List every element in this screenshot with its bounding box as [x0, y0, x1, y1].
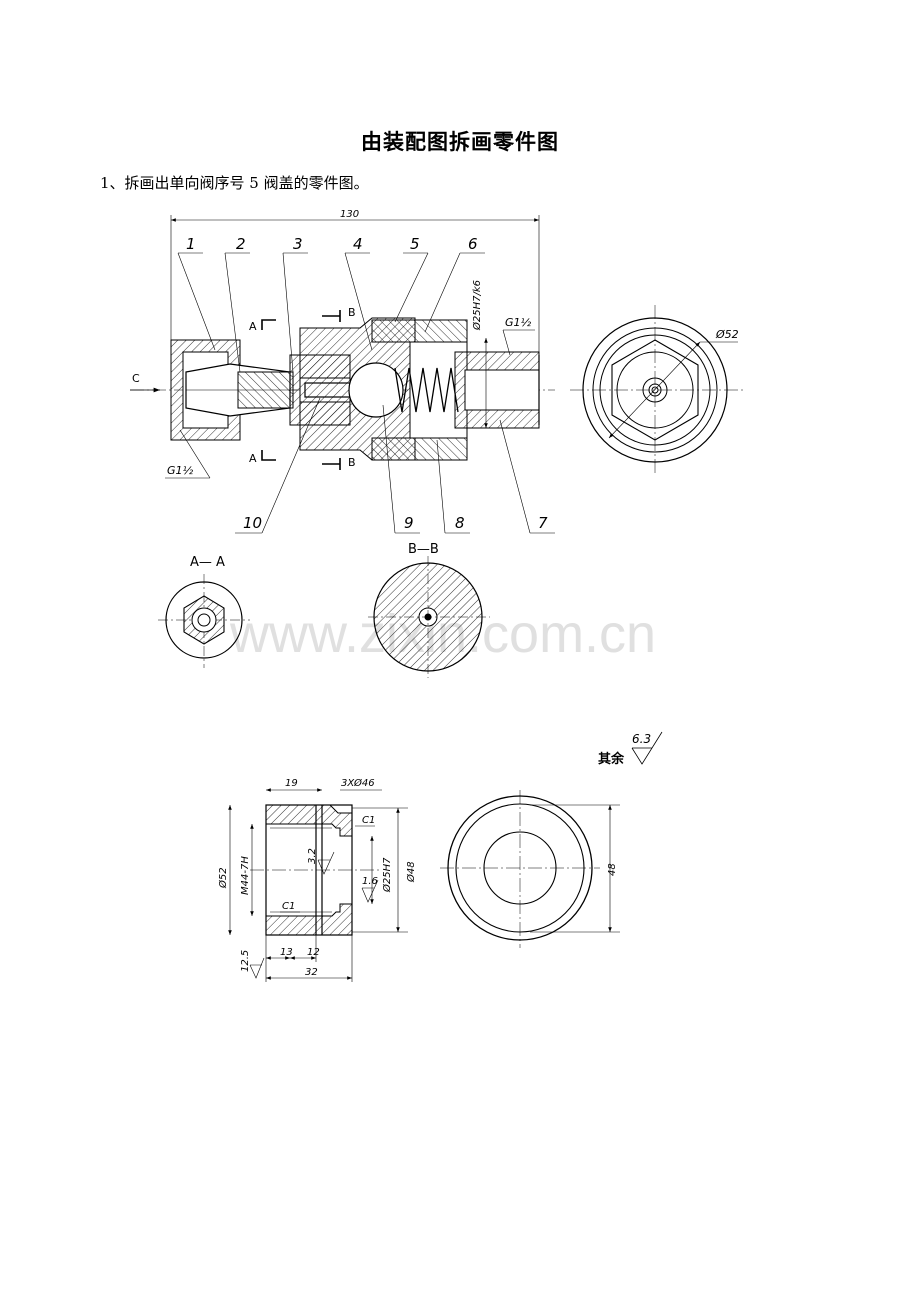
spring	[394, 367, 459, 413]
thread-right: G1½	[505, 316, 532, 329]
dim-13: 13	[280, 947, 293, 958]
part-numbers: 1 2 3 4 5 6 7 8 9 10	[186, 235, 548, 532]
cut-b-bottom: B	[348, 456, 356, 469]
end-view-dia: Ø52	[715, 328, 739, 341]
cut-a-top: A	[249, 320, 257, 333]
part-number-10: 10	[243, 514, 262, 532]
part-drawing: 其余 6.3	[217, 731, 663, 982]
view-c-label: C	[132, 372, 140, 385]
part-number-2: 2	[236, 235, 246, 253]
part-number-8: 8	[455, 514, 465, 532]
ball	[348, 362, 404, 418]
fit-note: Ø25H7/k6	[471, 280, 483, 331]
roughness-rest-label: 其余	[598, 751, 625, 767]
roughness-32: 3.2	[307, 848, 318, 864]
thread-left: G1½	[167, 464, 194, 477]
cut-a-bottom: A	[249, 452, 257, 465]
dim-12: 12	[307, 947, 320, 958]
dim-c1-top: C1	[362, 815, 375, 826]
section-b-view	[368, 556, 490, 678]
dim-holes: 3XØ46	[341, 777, 375, 789]
roughness-16: 1.6	[362, 876, 378, 887]
part-number-4: 4	[353, 235, 363, 253]
dim-m44: M44-7H	[240, 856, 251, 895]
assembly-drawing: 130	[130, 209, 745, 678]
dim-19: 19	[285, 778, 298, 789]
cap-end-view	[440, 790, 620, 948]
part-number-5: 5	[410, 235, 420, 253]
part-number-leaders	[177, 252, 555, 534]
part-number-1: 1	[186, 235, 196, 253]
valve-cap-top	[371, 319, 468, 343]
dim-c1-bottom: C1	[282, 901, 295, 912]
cut-b-top: B	[348, 306, 356, 319]
roughness-rest-symbol	[631, 731, 663, 765]
roughness-125: 12.5	[240, 950, 251, 972]
cutting-plane-markers	[261, 310, 341, 470]
page-title: 由装配图拆画零件图	[361, 130, 559, 154]
part-number-7: 7	[538, 514, 548, 532]
dim-130: 130	[340, 209, 359, 220]
dim-phi52: Ø52	[217, 867, 229, 889]
section-a-view	[158, 574, 250, 668]
part-number-9: 9	[404, 514, 414, 532]
dim-phi25: Ø25H7	[381, 857, 393, 893]
section-b-title: B—B	[408, 542, 439, 557]
part-number-3: 3	[293, 235, 303, 253]
end-view	[570, 305, 745, 475]
roughness-rest-value: 6.3	[632, 732, 651, 746]
cap-section-view	[250, 804, 380, 936]
task-text: 1、拆画出单向阀序号 5 阀盖的零件图。	[100, 174, 369, 192]
dim-phi48: Ø48	[405, 861, 417, 883]
dim-32: 32	[305, 967, 318, 978]
part-number-6: 6	[468, 235, 478, 253]
section-a-title: A— A	[190, 555, 225, 570]
dim-48: 48	[607, 863, 618, 876]
